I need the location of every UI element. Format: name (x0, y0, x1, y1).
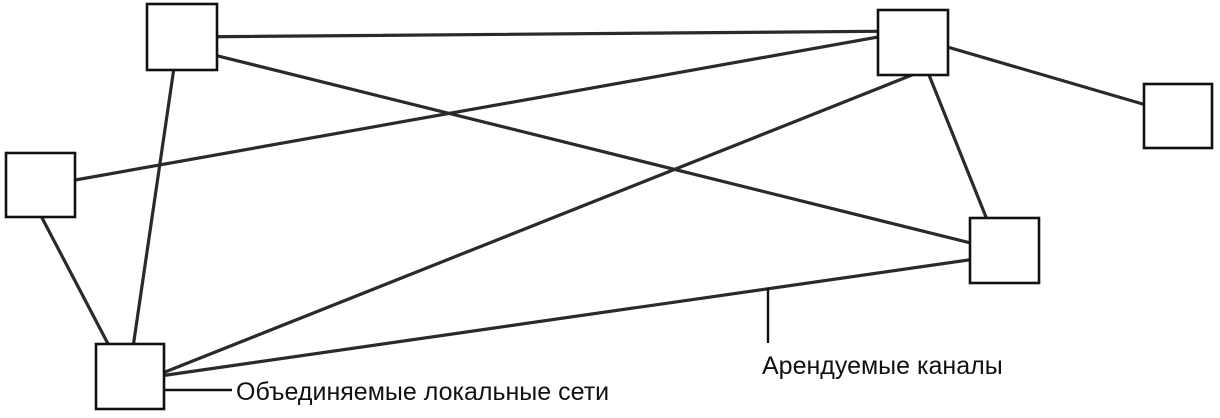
link-n1-n2 (180, 29, 914, 39)
link-n2-n6 (925, 68, 996, 239)
lan-node-6 (968, 216, 1041, 285)
link-n1-n6 (208, 52, 1005, 253)
link-n3-n5 (38, 212, 119, 363)
lan-node-1 (145, 2, 219, 72)
label-leased-channels: Арендуемые каналы (762, 352, 1003, 380)
nodes-group (4, 2, 1214, 411)
link-n3-n2 (62, 29, 914, 184)
lan-node-3 (4, 151, 77, 219)
lan-node-2 (876, 8, 950, 77)
link-n1-n5 (129, 52, 178, 363)
link-n2-n4 (942, 44, 1179, 116)
label-local-networks: Объединяемые локальные сети (236, 378, 609, 406)
links-group (38, 29, 1179, 378)
link-n2-n5 (158, 73, 914, 376)
lan-node-5 (94, 342, 166, 411)
lan-node-4 (1142, 82, 1214, 150)
leaders-group (160, 288, 770, 392)
link-n6-n5 (158, 253, 1005, 378)
